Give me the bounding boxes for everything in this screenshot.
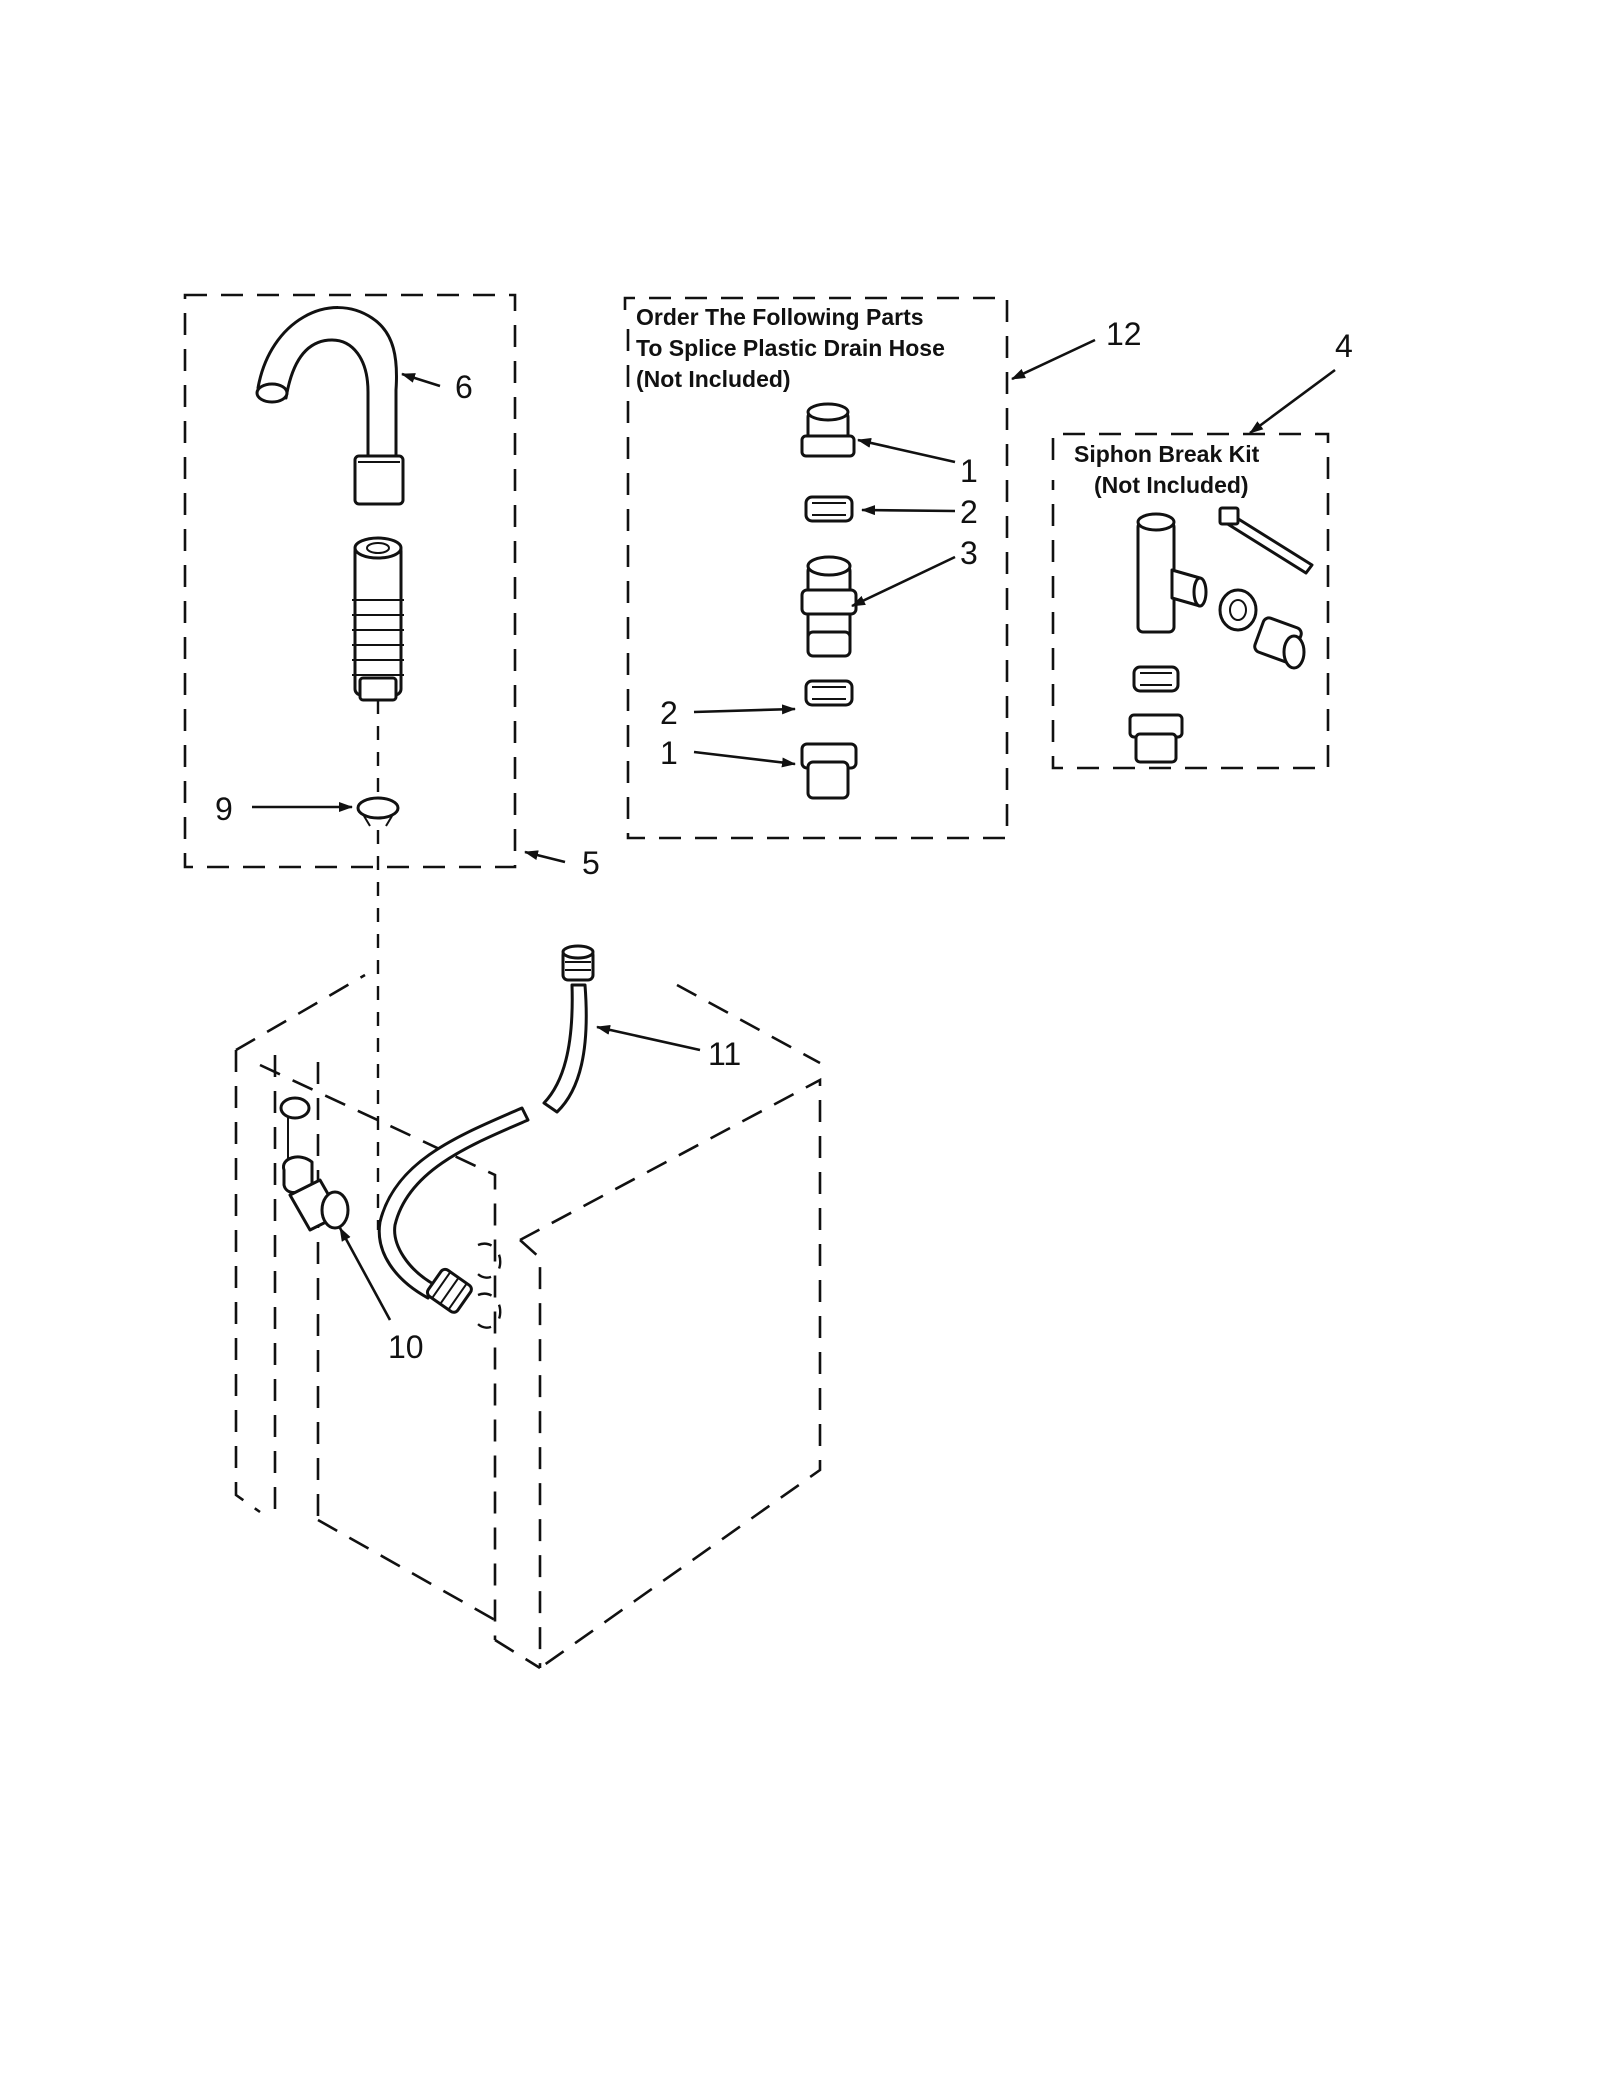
callout-2-bottom: 2 [660,695,678,731]
hose-guide-part [255,306,405,506]
washer-cabinet-outline [234,973,822,1670]
drain-hose-end-part [352,536,404,702]
callout-11: 11 [708,1036,741,1072]
siphon-connector-side [1253,616,1306,670]
callout-6: 6 [455,369,473,405]
callout-1-top: 1 [960,453,978,489]
siphon-tee-part [1136,512,1208,634]
callout-arrows [252,338,1336,1321]
siphon-tie-strap [1218,506,1314,575]
siphon-clamp-bottom [1132,665,1180,693]
water-inlet-fittings [475,1242,502,1329]
splice-box-title-line1: Order The Following Parts [636,304,924,330]
splice-clamp-2-bottom [804,679,854,707]
siphon-clamp-side [1218,588,1258,632]
splice-parts-box [623,296,1009,840]
callout-4: 4 [1335,328,1353,364]
drain-outlet-elbow [279,1096,350,1232]
splice-clamp-2-top [804,495,854,523]
drain-hose-kit-box [183,293,517,869]
splice-box-title-line3: (Not Included) [636,366,791,392]
splice-connector-1-bottom [800,742,858,800]
callout-1-bottom: 1 [660,735,678,771]
siphon-break-kit-box [1051,432,1330,770]
splice-coupler-3 [800,555,858,658]
callout-12: 12 [1106,316,1142,352]
callout-2-top: 2 [960,494,978,530]
callout-3: 3 [960,535,978,571]
splice-box-title-line2: To Splice Plastic Drain Hose [636,335,945,361]
drain-hose-part [377,944,595,1314]
siphon-box-title-line2: (Not Included) [1094,472,1249,498]
hose-clamp-part [356,796,400,827]
callout-9: 9 [215,791,233,827]
callout-10: 10 [388,1329,424,1365]
siphon-box-title-line1: Siphon Break Kit [1074,441,1260,467]
splice-connector-1-top [800,402,856,458]
siphon-connector-bottom [1128,713,1184,764]
callout-5: 5 [582,845,600,881]
